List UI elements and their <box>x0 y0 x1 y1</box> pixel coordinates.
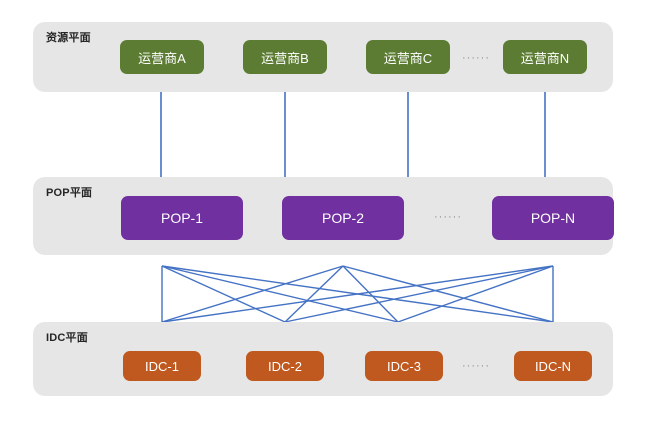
mesh-link-pop-1-to-idc-n <box>161 265 554 323</box>
node-operator-a[interactable]: 运营商A <box>120 40 204 74</box>
mesh-link-pop-1-to-idc-3 <box>161 265 399 323</box>
pop-plane-ellipsis: ······ <box>434 211 462 223</box>
node-operator-a-label: 运营商A <box>138 50 186 66</box>
idc-plane-label: IDC平面 <box>46 332 88 344</box>
node-idc-1-label: IDC-1 <box>145 358 179 374</box>
mesh-link-pop-n-to-idc-3 <box>397 265 554 323</box>
node-pop-1-label: POP-1 <box>160 210 203 226</box>
node-operator-c-label: 运营商C <box>383 50 433 66</box>
node-idc-n-label: IDC-N <box>534 358 572 374</box>
mesh-link-pop-2-to-idc-1 <box>161 265 344 323</box>
node-pop-2[interactable]: POP-2 <box>282 196 404 240</box>
node-operator-c[interactable]: 运营商C <box>366 40 450 74</box>
node-pop-n-label: POP-N <box>530 210 576 226</box>
node-pop-n[interactable]: POP-N <box>492 196 614 240</box>
node-idc-2-label: IDC-2 <box>268 358 302 374</box>
node-operator-b[interactable]: 运营商B <box>243 40 327 74</box>
node-operator-n-label: 运营商N <box>520 50 570 66</box>
node-idc-3-label: IDC-3 <box>387 358 421 374</box>
node-idc-1[interactable]: IDC-1 <box>123 351 201 381</box>
node-idc-n[interactable]: IDC-N <box>514 351 592 381</box>
mesh-link-pop-2-to-idc-3 <box>342 265 399 323</box>
mesh-link-pop-1-to-idc-2 <box>161 265 286 323</box>
resource-plane-ellipsis: ······ <box>462 52 490 64</box>
node-operator-b-label: 运营商B <box>261 50 309 66</box>
pop-plane-label: POP平面 <box>46 187 93 199</box>
mesh-link-pop-2-to-idc-2 <box>284 265 344 323</box>
node-pop-1[interactable]: POP-1 <box>121 196 243 240</box>
node-operator-n[interactable]: 运营商N <box>503 40 587 74</box>
mesh-link-pop-2-to-idc-n <box>342 265 554 323</box>
node-idc-3[interactable]: IDC-3 <box>365 351 443 381</box>
mesh-link-pop-n-to-idc-2 <box>284 265 554 323</box>
node-idc-2[interactable]: IDC-2 <box>246 351 324 381</box>
node-pop-2-label: POP-2 <box>321 210 364 226</box>
resource-plane-label: 资源平面 <box>46 32 91 44</box>
mesh-link-pop-n-to-idc-1 <box>161 265 554 323</box>
idc-plane-ellipsis: ······ <box>462 360 490 372</box>
